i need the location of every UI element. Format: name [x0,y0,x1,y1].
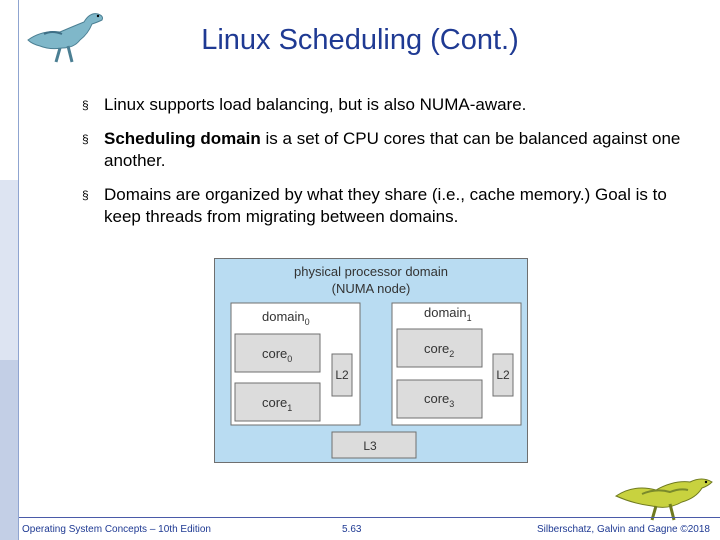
page-title: Linux Scheduling (Cont.) [201,24,519,56]
core-3-box [396,379,483,419]
outer-label-line2: (NUMA node) [332,281,411,296]
domain-0-label: domain0 [262,309,310,327]
domain-0-l2-cache [331,353,353,397]
l3-cache-label: L3 [363,439,377,453]
sidebar-band [0,0,18,540]
sidebar-band-middle [0,180,18,360]
numa-domain-diagram: physical processor domain (NUMA node) do… [214,258,528,463]
footer-divider [19,517,720,518]
core-2-box [396,328,483,368]
dinosaur-logo-icon [27,13,103,63]
core-1-box [234,382,321,422]
footer-page-number: 5.63 [342,524,362,535]
core-0-box [234,333,321,373]
bullet-marker: § [82,132,89,146]
bullet-text: Linux supports load balancing, but is al… [104,95,527,114]
bullet-item: § Scheduling domain is a set of CPU core… [78,128,688,172]
bullet-text: is a set of CPU cores that can be balanc… [104,129,681,170]
domain-0-l2-label: L2 [335,368,349,382]
footer-book-title: Operating System Concepts – 10th Edition [22,524,211,535]
bullet-item: § Domains are organized by what they sha… [78,184,688,228]
bullet-list: § Linux supports load balancing, but is … [78,94,688,240]
domain-1-label: domain1 [424,305,472,323]
bullet-marker: § [82,188,89,202]
dinosaur-logo-icon [614,478,713,521]
l3-cache-box [331,431,417,459]
left-divider [18,0,19,540]
bullet-text: Domains are organized by what they share… [104,185,667,226]
domain-1-l2-cache [492,353,514,397]
core-2-label: core2 [424,341,454,359]
core-0-label: core0 [262,346,292,364]
bullet-item: § Linux supports load balancing, but is … [78,94,688,116]
bullet-marker: § [82,98,89,112]
sidebar-band-bottom [0,360,18,540]
core-3-label: core3 [424,391,454,409]
core-1-label: core1 [262,395,292,413]
outer-label-line1: physical processor domain [294,264,448,279]
footer-authors: Silberschatz, Galvin and Gagne ©2018 [536,524,710,535]
domain-1-l2-label: L2 [496,368,510,382]
bullet-bold-term: Scheduling domain [104,129,261,148]
sidebar-band-top [0,0,18,180]
